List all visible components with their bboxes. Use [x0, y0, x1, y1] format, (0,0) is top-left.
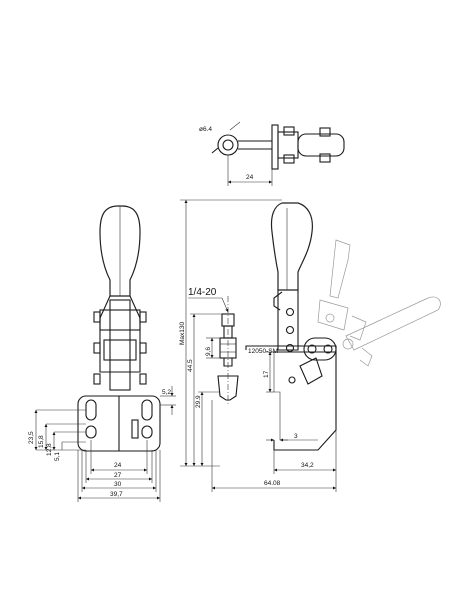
side-ghost-open-position — [317, 239, 441, 367]
spindle-dim-label: 9,6 — [205, 347, 212, 356]
front-left-dimensions: 23,5 15,8 12,8 5,1 — [28, 409, 86, 461]
top-width-value: 24 — [246, 174, 254, 181]
front-view: 23,5 15,8 12,8 5,1 24 27 30 39,7 — [28, 205, 176, 502]
dim-39-7: 39,7 — [110, 491, 123, 498]
side-spindle — [217, 296, 239, 406]
hole-diameter-label: ø6.4 — [199, 126, 212, 133]
side-horizontal-dimensions: 3 34,2 64.08 — [211, 400, 337, 492]
max-height-label: Max130 — [179, 321, 186, 345]
side-handle — [270, 202, 313, 353]
base-width-label: 34,2 — [301, 462, 314, 469]
dim-12-8: 12,8 — [46, 443, 53, 456]
dim-23-5: 23,5 — [28, 431, 35, 444]
front-handle — [99, 205, 141, 373]
side-vertical-dimensions: Max130 44.5 29.9 9,6 17 — [179, 199, 282, 467]
top-view-clamp-arm — [211, 121, 345, 170]
dim-30: 30 — [114, 481, 122, 488]
side-body — [245, 337, 337, 451]
side-view: 1/4-20 12050-SM Max130 44.5 29.9 9,6 17 — [179, 199, 441, 492]
dim-5-1: 5,1 — [54, 452, 61, 461]
height-label: 44.5 — [187, 359, 194, 372]
dim-5-2: 5,2 — [162, 389, 171, 396]
front-right-dimension: 5,2 — [160, 386, 176, 415]
dim-24: 24 — [114, 462, 122, 469]
lever-dim-label: 17 — [263, 370, 270, 378]
overall-length-label: 64.08 — [264, 480, 281, 487]
top-width-dimension: 24 — [227, 155, 273, 186]
top-view: ø6.4 24 — [199, 121, 345, 186]
front-bottom-dimensions: 24 27 30 39,7 — [77, 440, 161, 502]
flange-dim-label: 3 — [294, 433, 298, 440]
front-linkage — [93, 299, 147, 391]
base-height-label: 29.9 — [195, 395, 202, 408]
thread-callout: 1/4-20 — [188, 287, 229, 313]
model-number: 12050-SM — [248, 348, 278, 355]
dim-27: 27 — [114, 472, 122, 479]
dim-15-8: 15,8 — [38, 435, 45, 448]
thread-label: 1/4-20 — [188, 287, 217, 298]
front-base — [77, 395, 161, 452]
